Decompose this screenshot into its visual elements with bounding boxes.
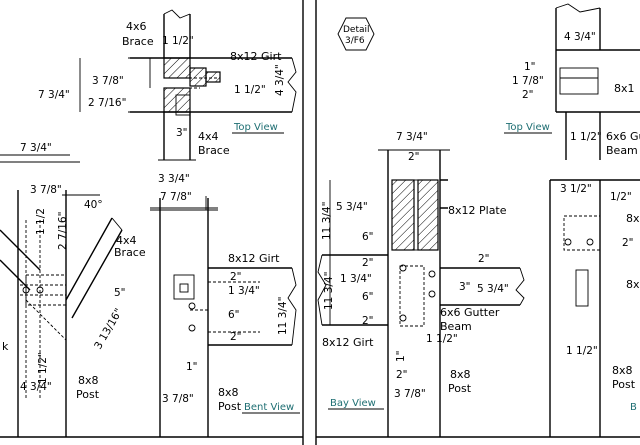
top-dim-a: 3 7/8" bbox=[92, 75, 124, 87]
top-brace-label-2: Brace bbox=[122, 35, 154, 48]
left-edge-k: k bbox=[2, 340, 9, 353]
bay-dim-m: 1 1/2" bbox=[426, 333, 458, 345]
bay-dim-c: 11 3/4" bbox=[321, 202, 333, 240]
right-label-8x: 8x1 bbox=[614, 82, 635, 95]
detail-tag-line1: Detail bbox=[343, 25, 370, 35]
bent-post-label-2: Post bbox=[218, 400, 242, 413]
right-dim-f: 3 1/2" bbox=[560, 183, 592, 195]
left-elevation: 7 3/4" 3 7/8" 1 1/2 2 7/16" 40° 4x4 Brac… bbox=[0, 142, 146, 437]
top-view: 7 3/4" 3 7/8" 2 7/16" 1 1/2" 4 3/4" 3" 3… bbox=[38, 9, 297, 185]
top-dim-e: 3" bbox=[176, 127, 188, 139]
left-dim-e: 3 13/16" bbox=[92, 306, 125, 351]
bay-view: 7 3/4" 2" 8x12 Plate 5 3/4" 11 3/4" 6" 2… bbox=[317, 131, 525, 437]
bay-dim-o: 2" bbox=[396, 369, 408, 381]
left-dim-g: 4 3/4" bbox=[20, 381, 52, 393]
bay-post-label-1: 8x8 bbox=[450, 368, 471, 381]
bay-view-caption: Bay View bbox=[330, 398, 376, 409]
right-gutter-label-1: 6x6 Gu bbox=[606, 130, 640, 143]
right-caption-b: B bbox=[630, 402, 637, 413]
right-dim-a: 4 3/4" bbox=[564, 31, 596, 43]
bay-gutter-label-1: 6x6 Gutter bbox=[440, 306, 500, 319]
left-brace-label-2: Brace bbox=[114, 246, 146, 259]
left-dim-a: 3 7/8" bbox=[30, 184, 62, 196]
bay-dim-a: 2" bbox=[408, 151, 420, 163]
right-top-caption: Top View bbox=[505, 122, 550, 133]
top-brace-width: 1 1/2" bbox=[162, 35, 194, 47]
bay-dim-j: 2" bbox=[478, 253, 490, 265]
right-dim-g: 1/2" bbox=[610, 191, 632, 203]
left-dim-c: 2 7/16" bbox=[57, 212, 69, 250]
top-dim-c: 1 1/2" bbox=[234, 84, 266, 96]
bay-dim-b: 5 3/4" bbox=[336, 201, 368, 213]
left-post-label-2: Post bbox=[76, 388, 100, 401]
right-label-8x-c: 8x bbox=[626, 278, 640, 291]
bay-dim-f: 1 3/4" bbox=[340, 273, 372, 285]
top-dim-d: 4 3/4" bbox=[274, 64, 286, 96]
bay-dim-g: 11 3/4" bbox=[323, 272, 335, 310]
top-girt-label: 8x12 Girt bbox=[230, 50, 282, 63]
right-dim-d: 2" bbox=[522, 89, 534, 101]
bent-dim-g: 3 7/8" bbox=[162, 393, 194, 405]
bent-dim-top: 7 7/8" bbox=[160, 191, 192, 203]
left-dim-f: 1 1/2" bbox=[37, 352, 49, 384]
bent-view-caption: Bent View bbox=[244, 402, 294, 413]
bay-dim-i: 2" bbox=[362, 315, 374, 327]
right-label-8x-b: 8x bbox=[626, 212, 640, 225]
bent-post-label-1: 8x8 bbox=[218, 386, 239, 399]
bay-girt-label: 8x12 Girt bbox=[322, 336, 374, 349]
right-dim-b: 1" bbox=[524, 61, 536, 73]
right-views: 4 3/4" 1" 1 7/8" 2" 8x1 Top View 1 1/2" … bbox=[504, 3, 640, 437]
bay-gutter-label-2: Beam bbox=[440, 320, 472, 333]
left-dim-top: 7 3/4" bbox=[20, 142, 52, 154]
right-gutter-label-2: Beam bbox=[606, 144, 638, 157]
bay-dim-e: 2" bbox=[362, 257, 374, 269]
top-post-label-2: Brace bbox=[198, 144, 230, 157]
bay-dim-n: 1" bbox=[395, 350, 407, 362]
left-angle: 40° bbox=[84, 199, 103, 211]
bay-dim-p: 3 7/8" bbox=[394, 388, 426, 400]
right-post-label-2: Post bbox=[612, 378, 636, 391]
right-dim-i: 1 1/2" bbox=[566, 345, 598, 357]
top-post-label-1: 4x4 bbox=[198, 130, 219, 143]
bent-dim-e: 2" bbox=[230, 331, 242, 343]
bay-dim-h: 6" bbox=[362, 291, 374, 303]
detail-tag: Detail 3/F6 bbox=[337, 17, 375, 51]
bay-dim-k: 3" bbox=[459, 281, 471, 293]
bent-girt-label: 8x12 Girt bbox=[228, 252, 280, 265]
left-post-label-1: 8x8 bbox=[78, 374, 99, 387]
bent-dim-d: 6" bbox=[228, 309, 240, 321]
bent-dim-c: 11 3/4" bbox=[277, 297, 289, 335]
right-post-label-1: 8x8 bbox=[612, 364, 633, 377]
bay-dim-d: 6" bbox=[362, 231, 374, 243]
bay-dim-top: 7 3/4" bbox=[396, 131, 428, 143]
bent-dim-f: 1" bbox=[186, 361, 198, 373]
right-dim-e: 1 1/2" bbox=[570, 131, 602, 143]
top-dim-b: 2 7/16" bbox=[88, 97, 126, 109]
bay-plate-label: 8x12 Plate bbox=[448, 204, 507, 217]
bent-view: 7 7/8" 8x12 Girt 2" 1 3/4" 11 3/4" 6" 2"… bbox=[150, 191, 300, 437]
top-view-caption: Top View bbox=[233, 122, 278, 133]
top-dim-bottom: 3 3/4" bbox=[158, 173, 190, 185]
bent-dim-a: 2" bbox=[230, 271, 242, 283]
bay-post-label-2: Post bbox=[448, 382, 472, 395]
right-dim-c: 1 7/8" bbox=[512, 75, 544, 87]
bent-dim-b: 1 3/4" bbox=[228, 285, 260, 297]
left-dim-d: 5" bbox=[114, 287, 126, 299]
detail-tag-line2: 3/F6 bbox=[345, 36, 365, 46]
bay-dim-l: 5 3/4" bbox=[477, 283, 509, 295]
top-brace-label-1: 4x6 bbox=[126, 20, 147, 33]
top-dim-overall: 7 3/4" bbox=[38, 89, 70, 101]
left-brace-label-1: 4x4 bbox=[116, 234, 137, 247]
left-dim-b: 1 1/2 bbox=[35, 208, 47, 235]
right-dim-h: 2" bbox=[622, 237, 634, 249]
